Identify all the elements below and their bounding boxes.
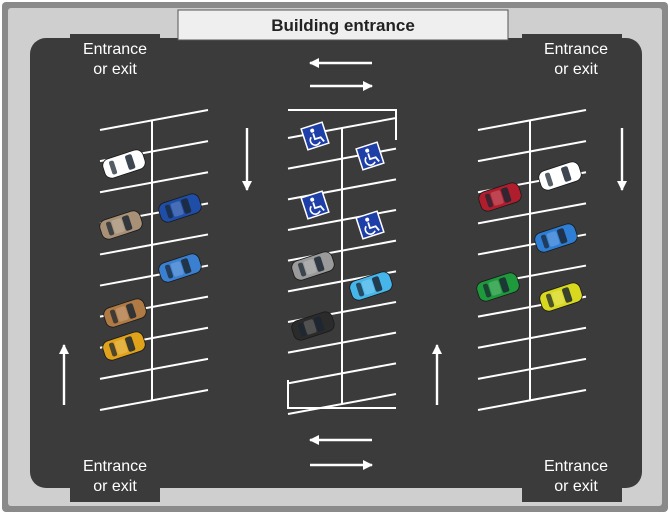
label-top-left-line1: Entrance	[83, 41, 147, 58]
left-row-stall-line	[99, 109, 209, 131]
middle-row-bottom-notch	[287, 380, 396, 409]
label-top-right-line2: or exit	[554, 61, 598, 78]
parking-stalls	[99, 109, 587, 415]
building-entrance-bar	[177, 9, 509, 41]
middle-row-stall-line	[287, 331, 397, 354]
car-icon	[349, 271, 393, 301]
right-row-stall-line	[477, 109, 587, 131]
right-row-stall-line	[477, 202, 587, 225]
right-row-stall-line	[477, 140, 587, 163]
lot-surface	[30, 38, 642, 488]
label-top-left-line2: or exit	[93, 61, 137, 78]
entrance-bottom-left	[70, 452, 160, 502]
wheelchair-icon	[355, 141, 385, 171]
label-top-right-line1: Entrance	[544, 41, 608, 58]
car-icon	[158, 193, 202, 223]
car-icon	[534, 223, 578, 253]
right-row-stall-line	[477, 357, 587, 380]
entrance-top-right	[522, 34, 622, 84]
label-bottom-left-line2: or exit	[93, 478, 137, 495]
label-bottom-left-line1: Entrance	[83, 458, 147, 475]
label-bottom-right: Entrance or exit	[544, 458, 608, 495]
left-row-stall-line	[99, 171, 209, 194]
middle-row-top-notch	[288, 109, 397, 140]
car-icon	[158, 253, 202, 283]
middle-row-stall-line	[287, 393, 397, 415]
left-row-stall-line	[99, 357, 209, 380]
car-icon	[478, 182, 522, 212]
wheelchair-icon	[300, 190, 330, 220]
wheelchair-icon	[355, 210, 385, 240]
entrance-top-left	[70, 34, 160, 84]
right-row-stall-line	[477, 326, 587, 349]
car-icon	[103, 298, 147, 328]
car-icon	[539, 282, 583, 312]
right-row-stall-line	[477, 389, 587, 411]
car-icon	[102, 331, 146, 361]
car-icon	[476, 272, 520, 302]
wheelchair-icon	[300, 121, 330, 151]
car-icon	[102, 149, 146, 179]
left-row-stall-line	[99, 233, 209, 256]
label-bottom-left: Entrance or exit	[83, 458, 147, 495]
label-top-left: Entrance or exit	[83, 41, 147, 78]
middle-row-stall-line	[287, 362, 397, 385]
parked-cars	[99, 149, 583, 361]
car-icon	[291, 311, 335, 341]
car-icon	[99, 210, 143, 240]
building-entrance-title: Building entrance	[271, 16, 415, 35]
car-icon	[538, 161, 582, 191]
label-bottom-right-line1: Entrance	[544, 458, 608, 475]
entrance-bottom-right	[522, 452, 622, 502]
left-row-stall-line	[99, 389, 209, 411]
accessible-spots	[300, 121, 385, 240]
label-bottom-right-line2: or exit	[554, 478, 598, 495]
label-top-right: Entrance or exit	[544, 41, 608, 78]
middle-row-stall-line	[287, 239, 397, 262]
car-icon	[291, 251, 335, 281]
